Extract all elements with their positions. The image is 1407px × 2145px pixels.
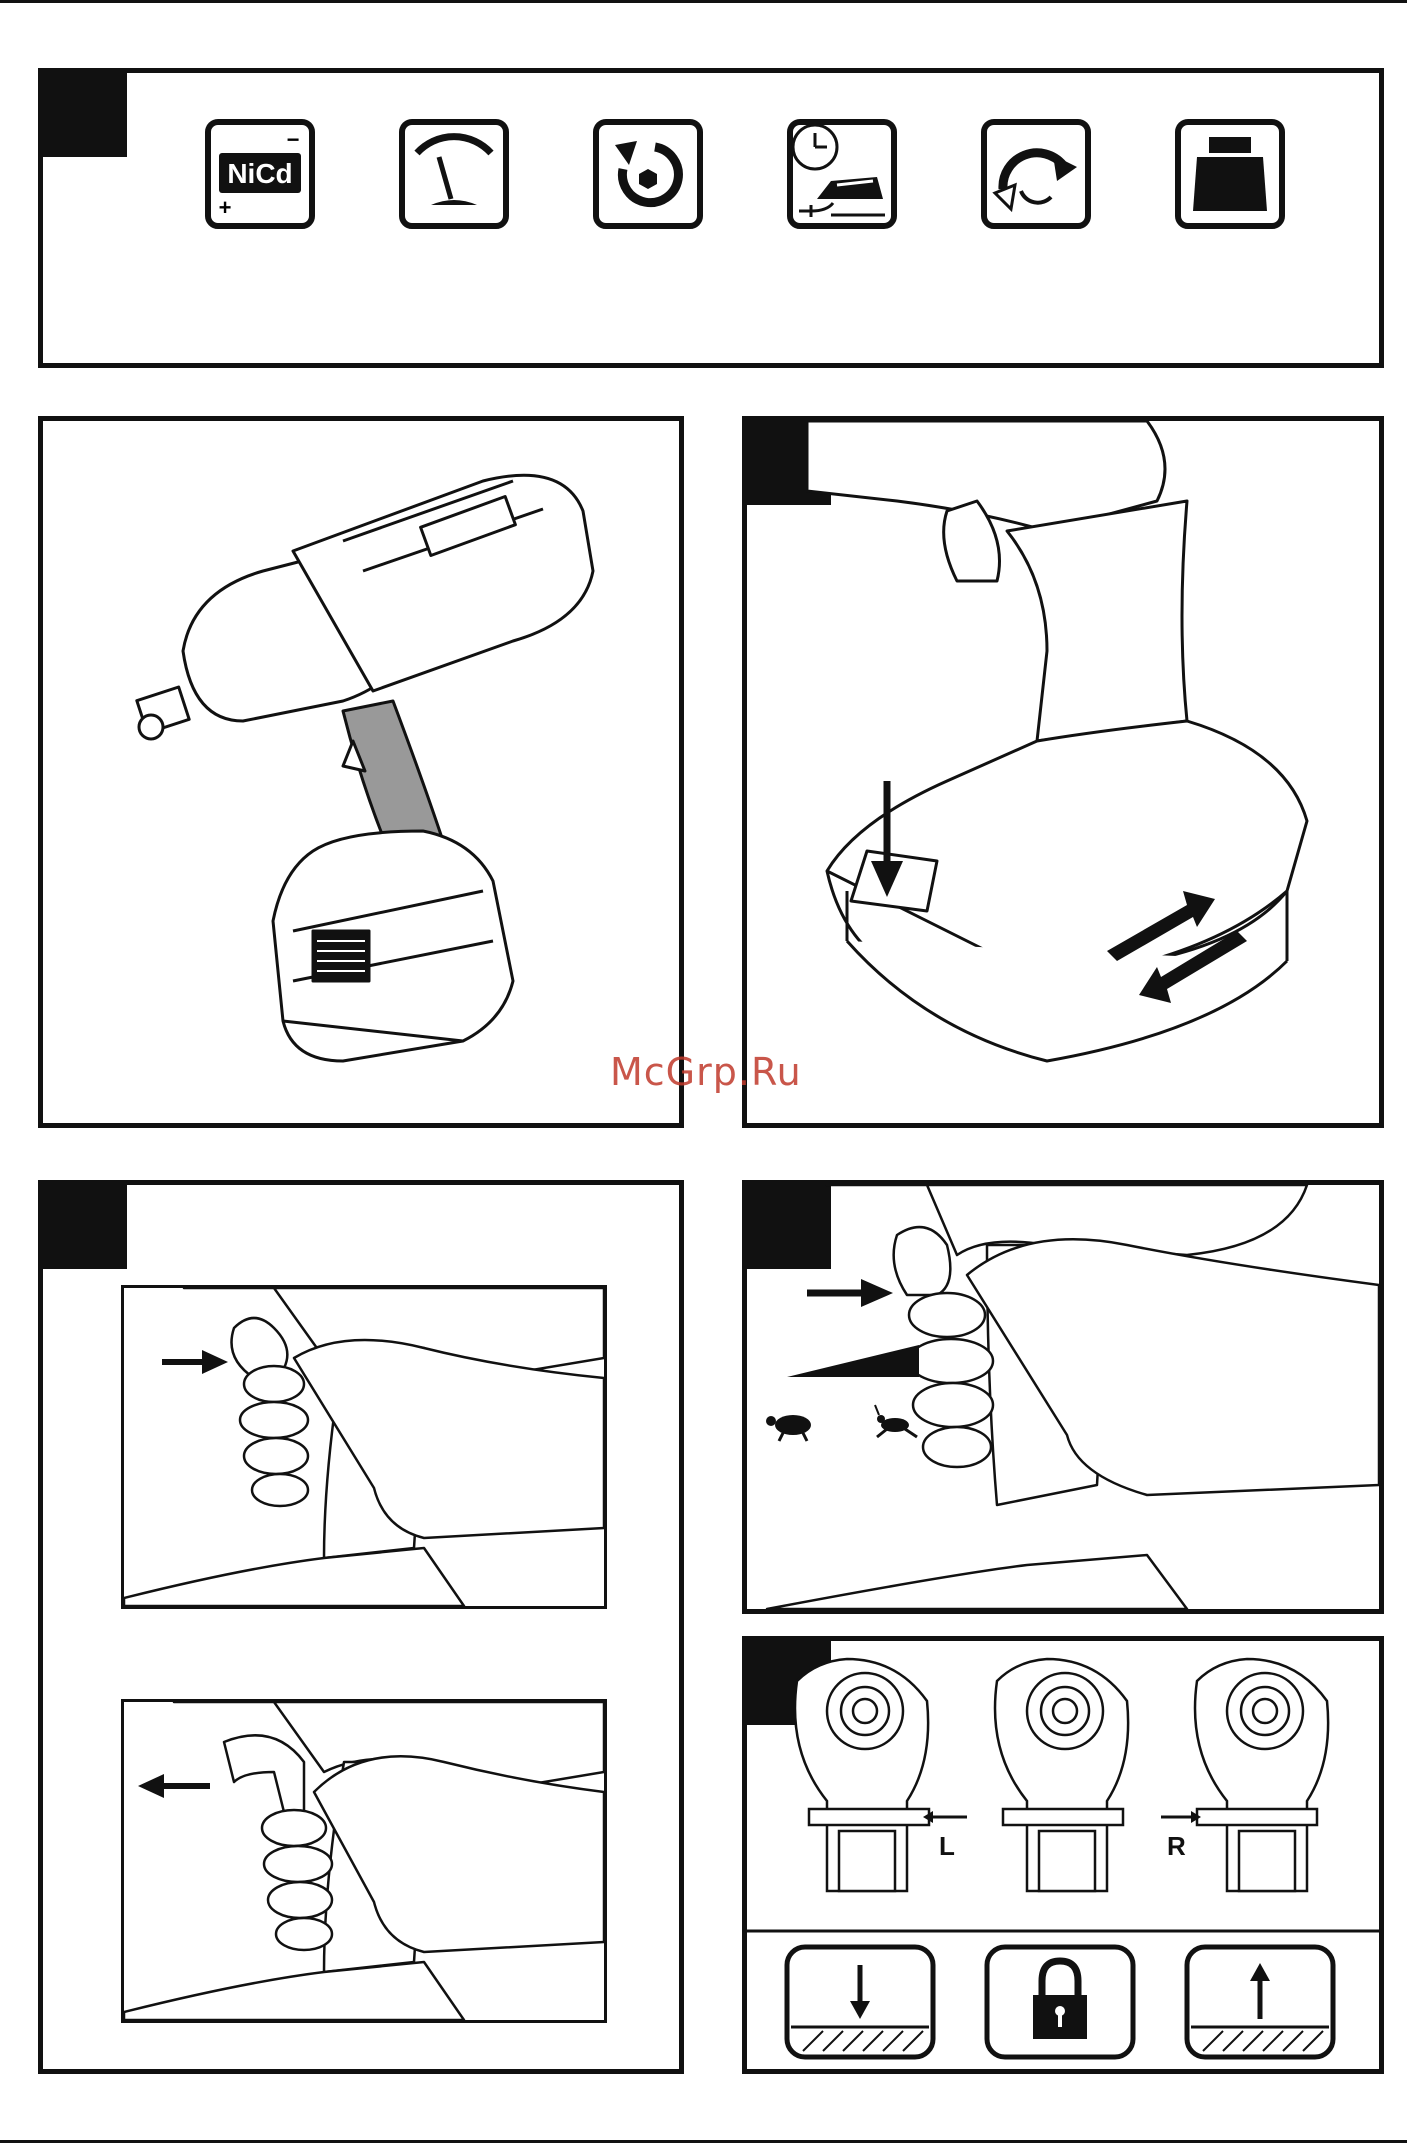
plus-sign: +	[219, 195, 232, 220]
bottom-rule	[0, 2140, 1407, 2143]
rotation-icon	[593, 119, 703, 229]
charging-time-icon	[787, 119, 897, 229]
rabbit-icon	[875, 1405, 917, 1437]
impact-wrench-illustration	[43, 421, 679, 1123]
trigger-release-box	[121, 1699, 607, 2023]
panel-battery-insert	[742, 416, 1384, 1128]
switch-up-icon	[1187, 1947, 1333, 2057]
variable-speed-illustration	[747, 1185, 1379, 1609]
watermark: McGrp.Ru	[610, 1050, 802, 1094]
nicd-battery-icon: NiCd − +	[205, 119, 315, 229]
battery-insert-illustration	[747, 421, 1379, 1123]
panel-trigger	[38, 1180, 684, 2074]
nicd-label: NiCd	[227, 158, 292, 189]
panel-direction-selector: L R	[742, 1636, 1384, 2074]
panel-tab	[43, 1185, 127, 1269]
minus-sign: −	[287, 127, 300, 152]
switch-down-icon	[787, 1947, 933, 2057]
direction-selector-illustration: L R	[747, 1641, 1379, 2069]
panel-tool-overview	[38, 416, 684, 1128]
turtle-icon	[766, 1415, 811, 1441]
right-direction-label: R	[1167, 1831, 1186, 1861]
top-rule	[0, 0, 1407, 3]
reverse-rotation-icon	[981, 119, 1091, 229]
lock-icon	[987, 1947, 1133, 2057]
trigger-press-illustration	[124, 1288, 604, 1606]
trigger-release-illustration	[124, 1702, 604, 2020]
left-direction-label: L	[939, 1831, 955, 1861]
weight-icon	[1175, 119, 1285, 229]
trigger-press-box	[121, 1285, 607, 1609]
panel-variable-speed	[742, 1180, 1384, 1614]
panel-tab	[43, 73, 127, 157]
gauge-icon	[399, 119, 509, 229]
panel-icons: NiCd − +	[38, 68, 1384, 368]
